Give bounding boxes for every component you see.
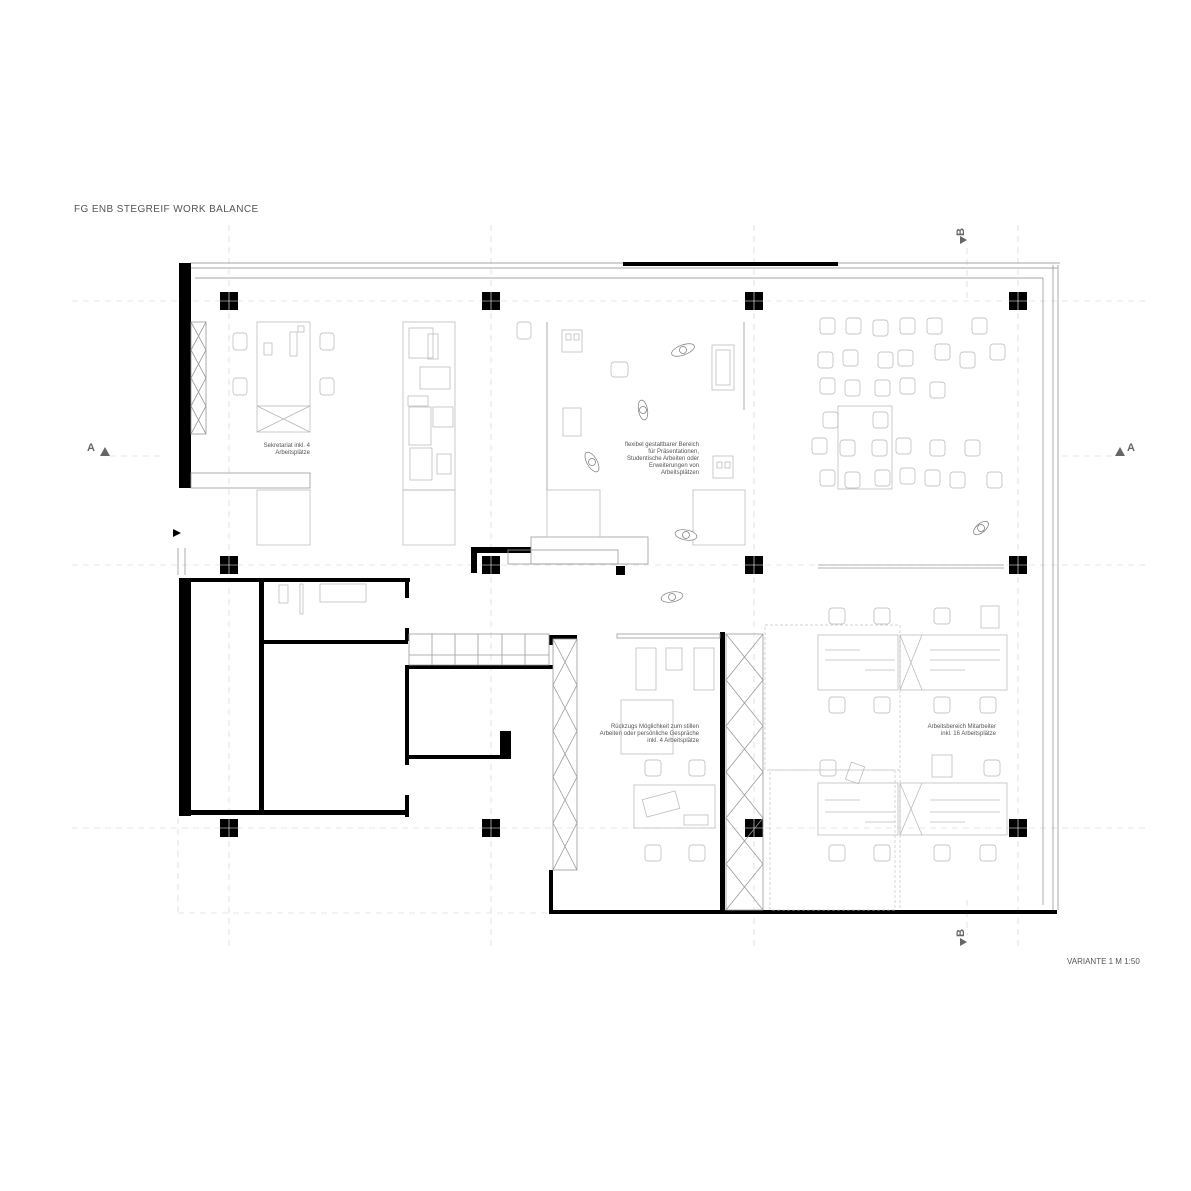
variant-scale: VARIANTE 1 M 1:50: [1067, 957, 1140, 966]
section-arrow-icons: [100, 236, 1125, 946]
column-ticks: [220, 292, 1027, 837]
section-marker-bottom: B: [954, 929, 967, 937]
facade-lines: [177, 262, 1060, 910]
section-marker-top: B: [954, 228, 967, 236]
room-label-secretariat: Sekretariat inkl. 4 Arbeitsplätze: [263, 443, 310, 456]
room-label-retreat: Rückzugs Möglichkeit zum stillen Arbeite…: [599, 724, 699, 744]
partitions: [190, 321, 1004, 911]
walls: [179, 262, 1057, 914]
furniture: [232, 317, 1008, 911]
people: [584, 343, 989, 603]
columns: [220, 292, 1027, 837]
section-marker-right: A: [1127, 442, 1135, 454]
room-label-flexible: flexibel gestaltbarer Bereich für Präsen…: [624, 442, 699, 476]
section-marker-left: A: [87, 442, 95, 454]
room-label-staff: Arbeitsbereich Mitarbeiter inkl. 16 Arbe…: [927, 724, 996, 737]
plan-title: FG ENB STEGREIF WORK BALANCE: [74, 204, 259, 215]
